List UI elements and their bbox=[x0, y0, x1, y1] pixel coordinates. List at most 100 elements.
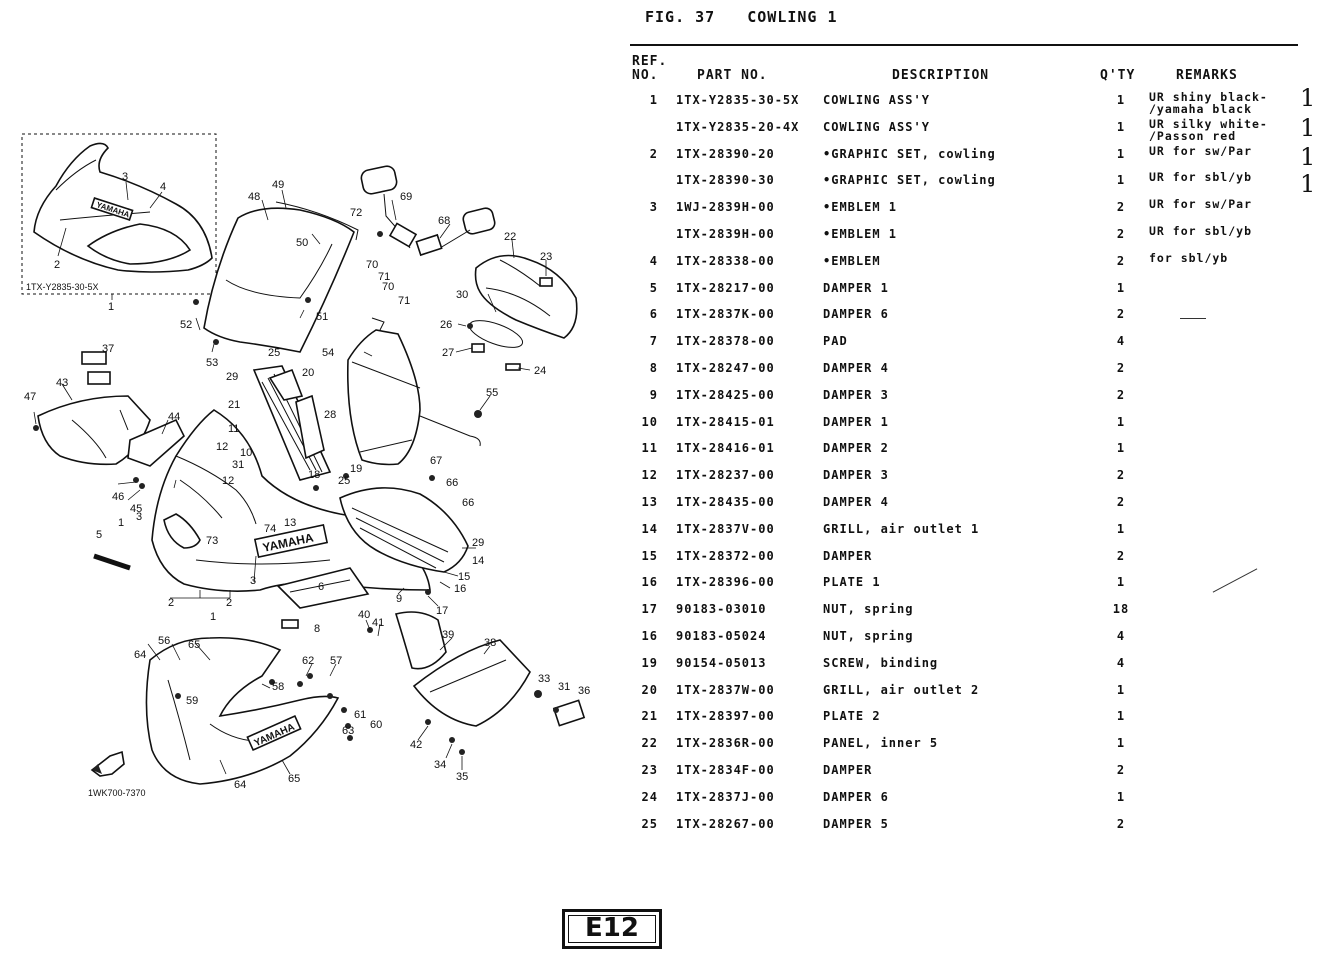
callout: 63 bbox=[342, 725, 354, 737]
callout: 54 bbox=[322, 347, 334, 359]
ref-cell: 24 bbox=[641, 789, 658, 804]
plate-lower bbox=[276, 567, 370, 629]
description-cell: DAMPER 6 bbox=[823, 307, 889, 322]
description-cell: DAMPER bbox=[823, 548, 873, 563]
page-code: E12 bbox=[562, 909, 662, 949]
ref-cell: 16 bbox=[641, 628, 658, 643]
ref-cell: 8 bbox=[649, 360, 658, 375]
description-cell: DAMPER bbox=[823, 762, 873, 777]
description-cell: PLATE 2 bbox=[823, 709, 881, 724]
ref-cell: 25 bbox=[641, 816, 658, 831]
callout: 60 bbox=[370, 719, 382, 731]
callout: 10 bbox=[240, 447, 252, 459]
remarks-cell: for sbl/yb bbox=[1149, 250, 1229, 265]
callout: 31 bbox=[558, 681, 570, 693]
qty-cell: 2 bbox=[1116, 226, 1126, 241]
callout: 62 bbox=[302, 655, 314, 667]
callout: 1 bbox=[118, 517, 124, 529]
callout: 66 bbox=[462, 497, 474, 509]
callout: 3 bbox=[136, 511, 142, 523]
qty-cell: 1 bbox=[1116, 280, 1126, 295]
qty-cell: 4 bbox=[1116, 628, 1126, 643]
callout: 48 bbox=[248, 191, 260, 203]
handwritten-mark: 1 bbox=[1300, 143, 1316, 171]
part-no-cell: 1TX-28267-00 bbox=[676, 816, 775, 831]
callout: 73 bbox=[206, 535, 218, 547]
qty-cell: 2 bbox=[1116, 360, 1126, 375]
qty-cell: 2 bbox=[1116, 762, 1126, 777]
header-remarks: REMARKS bbox=[1176, 68, 1238, 83]
ref-cell: 2 bbox=[649, 146, 658, 161]
ref-cell: 1 bbox=[649, 93, 658, 107]
part-no-cell: 1TX-28390-30 bbox=[676, 173, 775, 188]
part-no-cell: 1TX-28425-00 bbox=[676, 387, 775, 402]
description-cell: •GRAPHIC SET, cowling bbox=[823, 146, 996, 161]
description-cell: •EMBLEM 1 bbox=[823, 226, 898, 241]
header-ref: REF. bbox=[632, 54, 668, 69]
callout: 58 bbox=[272, 681, 284, 693]
callout: 61 bbox=[354, 709, 366, 721]
callout: 43 bbox=[56, 377, 68, 389]
leader-lines bbox=[33, 181, 547, 775]
qty-cell: 1 bbox=[1116, 93, 1126, 107]
callout: 14 bbox=[472, 555, 484, 567]
description-cell: PAD bbox=[823, 334, 848, 349]
callout: 2 bbox=[168, 597, 174, 609]
callout: 36 bbox=[578, 685, 590, 697]
callout: 23 bbox=[540, 251, 552, 263]
damper-5 bbox=[93, 553, 131, 571]
callout: 25 bbox=[338, 475, 350, 487]
header-part-no: PART NO. bbox=[697, 68, 768, 83]
callout: 9 bbox=[396, 593, 402, 605]
callout: 1 bbox=[210, 611, 216, 623]
qty-cell: 2 bbox=[1116, 387, 1126, 402]
part-no-cell: 1TX-28378-00 bbox=[676, 334, 775, 349]
handwritten-mark: 1 bbox=[1300, 114, 1316, 142]
callout: 11 bbox=[228, 423, 239, 435]
callout: 72 bbox=[350, 207, 362, 219]
ref-cell: 20 bbox=[641, 682, 658, 697]
callout: 66 bbox=[446, 477, 458, 489]
part-no-cell: 1TX-2837J-00 bbox=[676, 789, 775, 804]
callout: 26 bbox=[440, 319, 452, 331]
callout: 42 bbox=[410, 739, 422, 751]
callout: 17 bbox=[436, 605, 448, 617]
remarks-cell: UR for sbl/yb bbox=[1149, 170, 1253, 185]
callout: 51 bbox=[316, 311, 328, 323]
ref-cell: 14 bbox=[641, 521, 658, 536]
figure-label: FIG. 37 bbox=[645, 8, 716, 26]
header-rule bbox=[630, 44, 1298, 46]
callout: 52 bbox=[180, 319, 192, 331]
description-cell: COWLING ASS'Y bbox=[823, 119, 930, 134]
bracket-and-panel bbox=[394, 611, 531, 727]
qty-cell: 1 bbox=[1116, 736, 1126, 751]
callout: 13 bbox=[284, 517, 296, 529]
remarks-cell: UR silky white- /Passon red bbox=[1149, 116, 1268, 143]
inset-part-label: 1TX-Y2835-30-5X bbox=[26, 282, 99, 292]
description-cell: •GRAPHIC SET, cowling bbox=[823, 173, 996, 188]
callout: 16 bbox=[454, 583, 466, 595]
part-no-cell: 1TX-Y2835-20-4X bbox=[676, 119, 800, 134]
callout: 57 bbox=[330, 655, 342, 667]
callout: 65 bbox=[288, 773, 300, 785]
part-no-cell: 1TX-28396-00 bbox=[676, 575, 775, 590]
ref-cell: 23 bbox=[641, 762, 658, 777]
part-no-cell: 1TX-Y2835-30-5X bbox=[676, 93, 800, 107]
callout-labels: 2 3 4 1 1 3 2 2 1 3 5 6 8 9 10 11 12 12 … bbox=[24, 171, 590, 791]
callout: 19 bbox=[350, 463, 362, 475]
ref-cell: 6 bbox=[649, 307, 658, 322]
callout: 18 bbox=[308, 469, 320, 481]
callout: 31 bbox=[232, 459, 244, 471]
callout: 37 bbox=[102, 343, 114, 355]
callout: 20 bbox=[302, 367, 314, 379]
ref-cell: 5 bbox=[649, 280, 658, 295]
description-cell: DAMPER 3 bbox=[823, 468, 889, 483]
callout: 22 bbox=[504, 231, 516, 243]
